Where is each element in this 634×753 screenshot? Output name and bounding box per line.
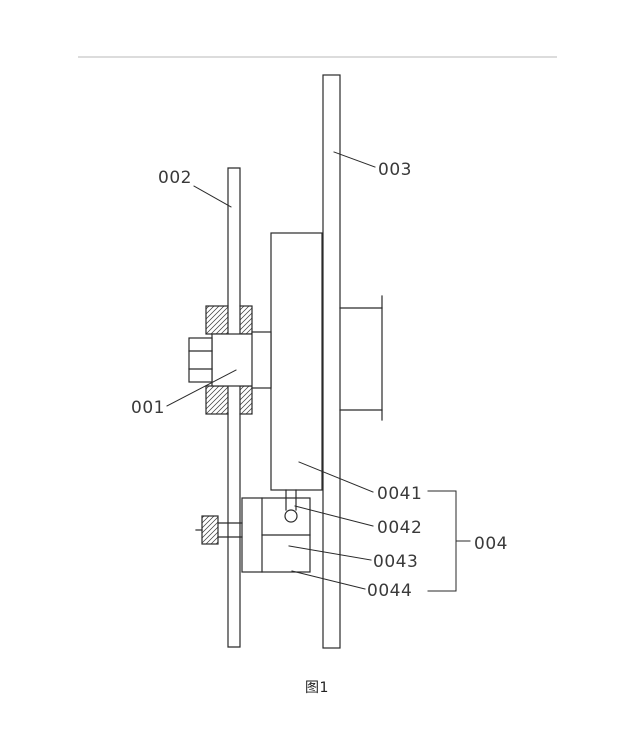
label-0043: 0043: [373, 552, 418, 572]
leader-003: [333, 151, 376, 168]
clamp-hatch-lower-left: [205, 385, 229, 415]
label-0044: 0044: [367, 581, 412, 601]
leader-0044: [291, 570, 366, 590]
label-0041: 0041: [377, 484, 422, 504]
leader-0043: [288, 545, 372, 561]
clamp-hatch-lower-right: [239, 385, 253, 415]
bolt-head: [188, 337, 213, 383]
leader-002: [193, 185, 232, 208]
screw-head: [201, 515, 219, 545]
left-plate: [227, 167, 241, 648]
leader-lines: [166, 151, 471, 592]
clamp-hatch-upper-left: [205, 305, 229, 335]
group-bracket-004: [427, 490, 457, 592]
leader-0041: [298, 461, 374, 493]
label-001: 001: [131, 398, 165, 418]
label-004: 004: [474, 534, 508, 554]
bolt-shaft: [211, 333, 259, 387]
bolt-spacer: [251, 331, 272, 389]
right-plate: [322, 74, 341, 649]
leader-001: [166, 369, 237, 407]
adjust-screw: [195, 515, 243, 545]
labels: 002 003 001 0041 0042 0043 0044 004 图1: [131, 160, 508, 696]
lower-bracket-assembly: [241, 489, 311, 573]
bolt-assembly: [188, 305, 272, 415]
figure-caption: 图1: [305, 680, 329, 696]
label-002: 002: [158, 168, 192, 188]
label-003: 003: [378, 160, 412, 180]
pivot-circle: [284, 509, 298, 523]
shaft-protrusion: [339, 295, 383, 421]
main-body: [270, 232, 323, 491]
leader-0042: [294, 505, 374, 527]
clamp-hatch-upper-right: [239, 305, 253, 335]
label-0042: 0042: [377, 518, 422, 538]
